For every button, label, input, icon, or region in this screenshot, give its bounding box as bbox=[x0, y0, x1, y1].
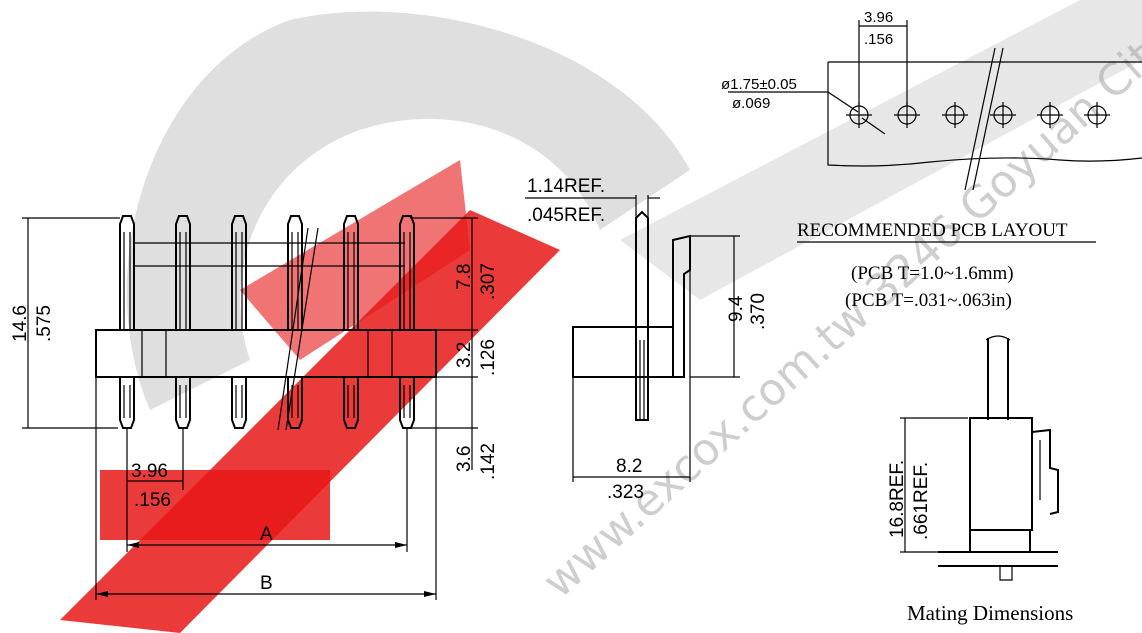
pcb-pitch-in: .156 bbox=[864, 31, 893, 48]
pcb-hole bbox=[1037, 102, 1063, 128]
pcb-layout: 3.96 .156 ø1.75±0.05 ø.069 RECOMMENDED P… bbox=[721, 9, 1142, 311]
pcb-hole bbox=[942, 102, 968, 128]
pcb-hole bbox=[1084, 102, 1110, 128]
pcb-hole bbox=[894, 102, 920, 128]
side-depth-in: .323 bbox=[607, 482, 644, 503]
dim-lower-mm: 3.6 bbox=[454, 446, 475, 472]
pitch-in: .156 bbox=[134, 490, 171, 511]
hole-dia-mm: ø1.75±0.05 bbox=[721, 76, 797, 93]
pin bbox=[399, 215, 415, 429]
mating-height-in: .661REF. bbox=[911, 462, 932, 540]
side-height-mm: 9.4 bbox=[726, 295, 747, 322]
pin bbox=[119, 215, 135, 429]
dim-upper-mm: 7.8 bbox=[454, 264, 475, 290]
side-height-in: .370 bbox=[748, 293, 769, 330]
pcb-thickness-in: (PCB T=.031~.063in) bbox=[845, 290, 1012, 311]
mating-view: 16.8REF. .661REF. Mating Dimensions bbox=[887, 335, 1073, 625]
side-view: 1.14REF. .045REF. 9.4 .370 8.2 .323 bbox=[525, 176, 769, 503]
dim-body-in: .126 bbox=[478, 339, 499, 376]
dim-height-in: .575 bbox=[34, 305, 55, 342]
pin bbox=[343, 215, 359, 429]
front-view: 14.6 .575 7.8 .307 3.2 .126 3.6 .142 3.9… bbox=[10, 215, 499, 600]
mating-title: Mating Dimensions bbox=[907, 601, 1073, 625]
mating-height-mm: 16.8REF. bbox=[887, 460, 908, 538]
pcb-thickness-mm: (PCB T=1.0~1.6mm) bbox=[851, 263, 1014, 284]
pcb-pitch-mm: 3.96 bbox=[864, 9, 893, 26]
pcb-hole bbox=[990, 102, 1016, 128]
pcb-layout-title: RECOMMENDED PCB LAYOUT bbox=[797, 220, 1068, 241]
dim-a: A bbox=[260, 524, 273, 545]
pin bbox=[231, 215, 247, 429]
pin-width-in: .045REF. bbox=[527, 205, 605, 226]
dim-lower-in: .142 bbox=[478, 443, 499, 480]
dim-b: B bbox=[260, 573, 273, 594]
dim-body-mm: 3.2 bbox=[454, 342, 475, 368]
hole-dia-in: ø.069 bbox=[732, 95, 770, 112]
pcb-hole bbox=[846, 102, 872, 128]
dim-upper-in: .307 bbox=[478, 263, 499, 300]
pin-width-mm: 1.14REF. bbox=[527, 176, 605, 197]
hole-row bbox=[846, 102, 1110, 128]
header-body bbox=[95, 329, 437, 378]
dim-height-mm: 14.6 bbox=[10, 305, 31, 342]
side-depth-mm: 8.2 bbox=[616, 456, 642, 477]
pitch-mm: 3.96 bbox=[131, 461, 168, 482]
